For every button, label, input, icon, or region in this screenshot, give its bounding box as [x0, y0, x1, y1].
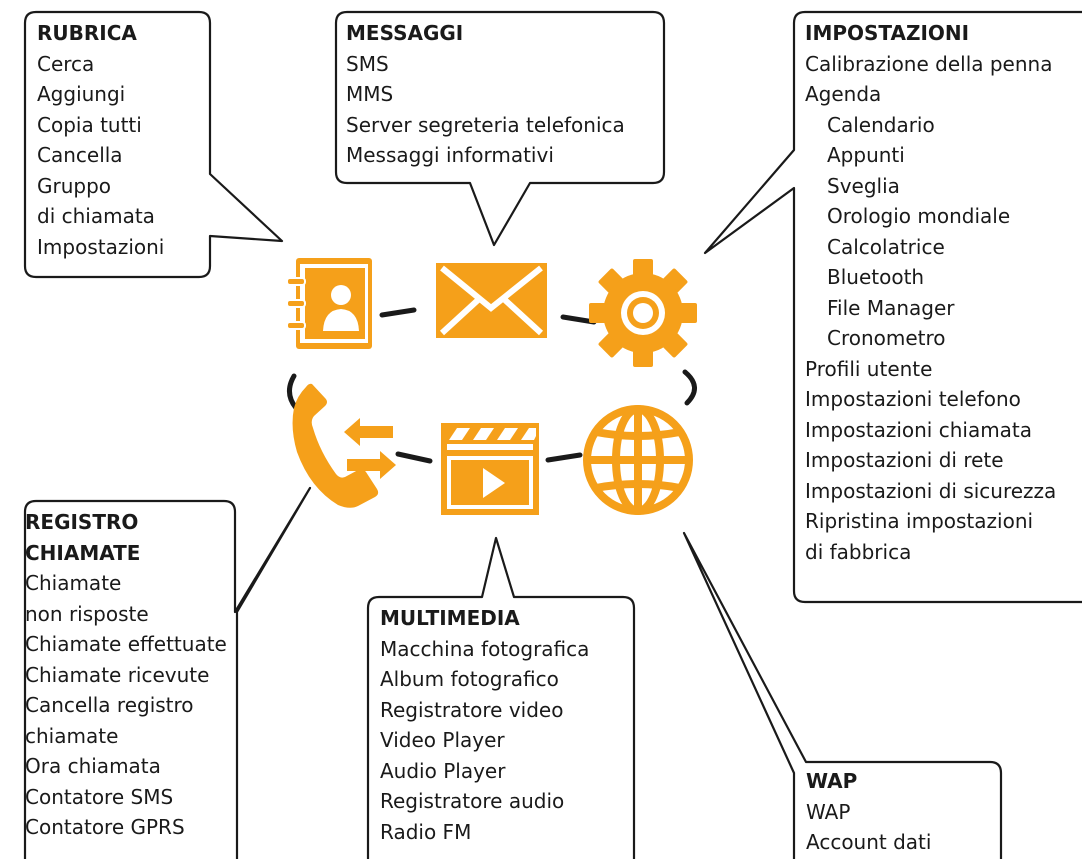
rubrica-item[interactable]: Gruppo [37, 173, 112, 198]
impostazioni-item[interactable]: Ripristina impostazioni [805, 509, 1034, 533]
rubrica-title: RUBRICA [37, 21, 137, 45]
registro-item[interactable]: Chiamate [25, 571, 122, 595]
impostazioni-title: IMPOSTAZIONI [805, 21, 970, 45]
impostazioni-item[interactable]: Impostazioni telefono [805, 387, 1021, 411]
connector-rubrica-messaggi [379, 307, 417, 318]
multimedia-item[interactable]: Registratore audio [380, 789, 565, 813]
multimedia-item[interactable]: Audio Player [380, 758, 506, 783]
registro-item[interactable]: Ora chiamata [25, 754, 161, 778]
globe-icon[interactable] [583, 405, 693, 515]
agenda-sub-item[interactable]: Sveglia [827, 173, 900, 198]
registro-item[interactable]: non risposte [25, 601, 149, 626]
multimedia-item[interactable]: Album fotografico [380, 667, 559, 691]
connector-registro-multimedia [395, 451, 433, 464]
rubrica-item[interactable]: Aggiungi [37, 82, 126, 106]
agenda-sub-item[interactable]: Calendario [827, 112, 935, 137]
registro-item[interactable]: Contatore SMS [25, 784, 174, 809]
multimedia-item[interactable]: Macchina fotografica [380, 636, 590, 661]
agenda-sub-item[interactable]: Cronometro [827, 326, 946, 350]
impostazioni-item[interactable]: Impostazioni di sicurezza [805, 478, 1057, 503]
impostazioni-item[interactable]: Profili utente [805, 356, 933, 381]
multimedia-title: MULTIMEDIA [380, 606, 520, 630]
messaggi-callout-border [334, 10, 666, 247]
rubrica-item[interactable]: Impostazioni [37, 234, 165, 259]
rubrica-item[interactable]: Copia tutti [37, 112, 142, 137]
wap-box: WAP WAP Account dati [806, 766, 931, 858]
impostazioni-item[interactable]: Agenda [805, 82, 882, 106]
agenda-sub-item[interactable]: File Manager [827, 295, 955, 320]
agenda-sub-item[interactable]: Bluetooth [827, 265, 925, 289]
wap-title: WAP [806, 769, 858, 793]
multimedia-item[interactable]: Video Player [380, 728, 505, 752]
rubrica-item[interactable]: di chiamata [37, 204, 155, 228]
agenda-sub-item[interactable]: Calcolatrice [827, 234, 945, 259]
registro-item[interactable]: Cancella registro [25, 693, 194, 717]
impostazioni-box: IMPOSTAZIONI Calibrazione della penna Ag… [805, 18, 1056, 567]
connector-messaggi-impostazioni [560, 314, 597, 325]
registro-callout-border [23, 486, 312, 859]
connector-multimedia-wap [545, 452, 583, 463]
impostazioni-callout-border [703, 10, 1082, 604]
wap-callout-border [682, 531, 1003, 859]
registro-title-line2: CHIAMATE [25, 540, 141, 565]
multimedia-box: MULTIMEDIA Macchina fotografica Album fo… [380, 603, 589, 847]
connector-impostazioni-wap [682, 369, 697, 406]
registro-item[interactable]: Chiamate effettuate [25, 632, 227, 656]
multimedia-item[interactable]: Registratore video [380, 697, 564, 722]
registro-title-line1: REGISTRO [25, 510, 139, 534]
rubrica-item[interactable]: Cerca [37, 51, 95, 76]
registro-box: REGISTRO CHIAMATE Chiamate non risposte … [25, 507, 227, 843]
messaggi-item[interactable]: Messaggi informativi [346, 143, 554, 167]
impostazioni-item[interactable]: Impostazioni chiamata [805, 417, 1033, 442]
messaggi-item[interactable]: MMS [346, 82, 394, 106]
registro-item[interactable]: chiamate [25, 723, 119, 748]
multimedia-item[interactable]: Radio FM [380, 819, 472, 844]
impostazioni-item[interactable]: Impostazioni di rete [805, 448, 1004, 472]
rubrica-box: RUBRICA Cerca Aggiungi Copia tutti Cance… [37, 18, 164, 262]
rubrica-callout-border [23, 10, 284, 279]
gear-icon[interactable] [589, 259, 697, 367]
messaggi-title: MESSAGGI [346, 21, 464, 45]
registro-item[interactable]: Contatore GPRS [25, 815, 185, 839]
messaggi-item[interactable]: SMS [346, 51, 389, 76]
wap-item[interactable]: WAP [806, 799, 851, 824]
agenda-sub-item[interactable]: Appunti [827, 143, 905, 167]
connector-rubrica-registro [287, 373, 299, 411]
messaggi-item[interactable]: Server segreteria telefonica [346, 112, 625, 137]
impostazioni-item[interactable]: Calibrazione della penna [805, 51, 1053, 76]
contacts-book-icon[interactable] [286, 258, 372, 349]
messaggi-box: MESSAGGI SMS MMS Server segreteria telef… [346, 18, 625, 171]
clapperboard-play-icon[interactable] [441, 423, 539, 515]
rubrica-item[interactable]: Cancella [37, 143, 123, 167]
registro-item[interactable]: Chiamate ricevute [25, 662, 210, 687]
impostazioni-item[interactable]: di fabbrica [805, 539, 912, 564]
multimedia-callout-border [366, 536, 636, 859]
phone-arrows-icon[interactable] [292, 383, 396, 508]
wap-item[interactable]: Account dati [806, 830, 932, 854]
agenda-sub-item[interactable]: Orologio mondiale [827, 204, 1011, 228]
envelope-icon[interactable] [436, 263, 547, 338]
